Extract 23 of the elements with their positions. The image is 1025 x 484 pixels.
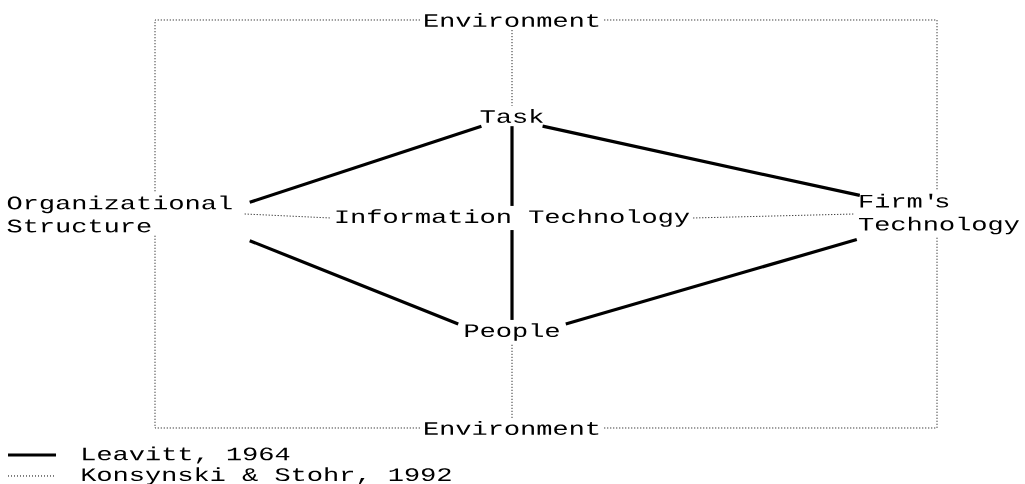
environment-label: Environment [425,421,599,435]
legend-label: Konsynski & Stohr, 1992 [82,467,451,484]
connector-line [510,126,514,206]
structure-label: Organizational Structure [7,195,232,233]
dotted-line [244,213,332,219]
technology-label: Information Technology [336,209,690,227]
dotted-line [511,29,513,107]
connector-line [542,124,861,197]
connector-line [249,124,482,204]
connector-line [249,239,459,326]
dotted-line [511,343,513,419]
connector-line [510,230,514,320]
dotted-line [603,237,938,429]
dotted-line [603,19,938,191]
technology-label: Firm's Technology [859,193,1019,235]
dotted-line [692,213,856,219]
task-label: Task [480,109,543,123]
environment-label: Environment [425,13,599,27]
dotted-line [154,19,421,193]
legend-label: Leavitt, 1964 [83,446,290,464]
people-label: People [465,323,559,341]
dotted-line [154,235,421,429]
connector-line [565,238,858,326]
